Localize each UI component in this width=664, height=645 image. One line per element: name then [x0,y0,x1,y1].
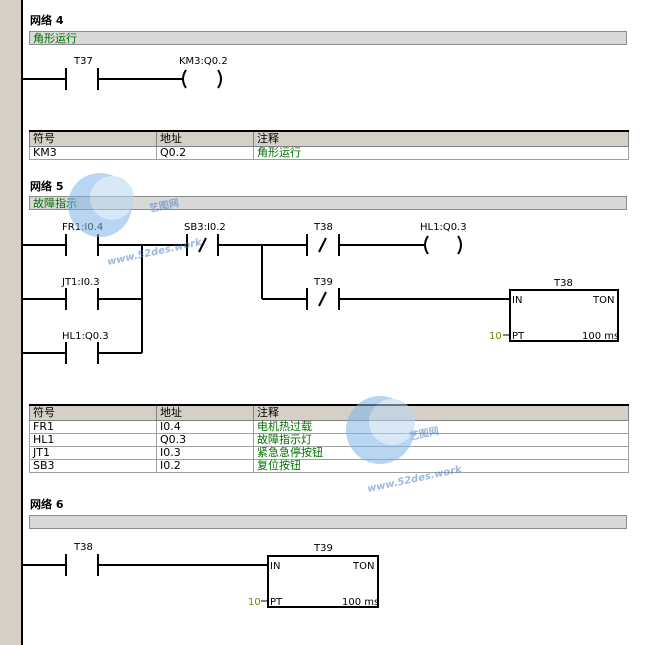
power-rail [21,0,23,645]
timer-t38-pt-pin: PT [512,331,525,342]
network-5-comment[interactable]: 故障指示 [29,196,627,210]
table-row[interactable]: JT1 I0.3 紧急急停按钮 [29,446,629,460]
timer-t38-preset[interactable]: 10 [489,331,502,342]
contact-sb3-label[interactable]: SB3:I0.2 [184,222,226,233]
timer-t39-in-pin: IN [270,561,280,572]
cell-symbol: JT1 [29,446,157,460]
col-symbol: 符号 [29,130,157,147]
col-address: 地址 [156,130,254,147]
timer-t38-name[interactable]: T38 [553,278,573,289]
network-4-title[interactable]: 网络 4 [30,14,64,27]
symbol-table-network-4: 符号 地址 注释 KM3 Q0.2 角形运行 [29,130,629,160]
contact-jt1-label[interactable]: JT1:I0.3 [61,277,100,288]
network-5-title[interactable]: 网络 5 [30,180,64,193]
cell-address: Q0.2 [156,146,254,160]
col-address: 地址 [156,404,254,421]
timer-t39-base: 100 ms [342,597,379,608]
contact-t38-label[interactable]: T38 [313,222,333,233]
power-rail-area [0,0,23,645]
cell-address: I0.2 [156,459,254,473]
cell-address: Q0.3 [156,433,254,447]
coil-hl1-label[interactable]: HL1:Q0.3 [420,222,467,233]
contact-hl1-label[interactable]: HL1:Q0.3 [62,331,109,342]
network-6-comment[interactable] [29,515,627,529]
cell-symbol: HL1 [29,433,157,447]
network-4-comment[interactable]: 角形运行 [29,31,627,45]
table-row[interactable]: HL1 Q0.3 故障指示灯 [29,433,629,447]
table-row[interactable]: FR1 I0.4 电机热过载 [29,420,629,434]
table-row[interactable]: KM3 Q0.2 角形运行 [29,146,629,160]
cell-comment: 复位按钮 [253,459,629,473]
cell-symbol: SB3 [29,459,157,473]
timer-t39-pt-pin: PT [270,597,283,608]
contact-fr1-label[interactable]: FR1:I0.4 [62,222,103,233]
cell-address: I0.3 [156,446,254,460]
timer-t39-preset[interactable]: 10 [248,597,261,608]
symbol-table-network-5: 符号 地址 注释 FR1 I0.4 电机热过载 HL1 Q0.3 故障指示灯 J… [29,404,629,473]
cell-comment: 角形运行 [253,146,629,160]
timer-t38-in-pin: IN [512,295,522,306]
network-6-title[interactable]: 网络 6 [30,498,64,511]
timer-t39-type: TON [352,561,374,572]
symbol-table-header: 符号 地址 注释 [29,404,629,421]
contact-t39-label[interactable]: T39 [313,277,333,288]
contact-t38-n6-label[interactable]: T38 [73,542,93,553]
symbol-table-header: 符号 地址 注释 [29,130,629,147]
timer-t38-type: TON [592,295,614,306]
cell-comment: 紧急急停按钮 [253,446,629,460]
cell-comment: 电机热过载 [253,420,629,434]
col-comment: 注释 [253,404,629,421]
cell-symbol: FR1 [29,420,157,434]
col-comment: 注释 [253,130,629,147]
cell-symbol: KM3 [29,146,157,160]
timer-t39-name[interactable]: T39 [313,543,333,554]
cell-comment: 故障指示灯 [253,433,629,447]
table-row[interactable]: SB3 I0.2 复位按钮 [29,459,629,473]
col-symbol: 符号 [29,404,157,421]
coil-km3-label[interactable]: KM3:Q0.2 [179,56,228,67]
cell-address: I0.4 [156,420,254,434]
timer-t38-base: 100 ms [582,331,619,342]
contact-t37-label[interactable]: T37 [73,56,93,67]
